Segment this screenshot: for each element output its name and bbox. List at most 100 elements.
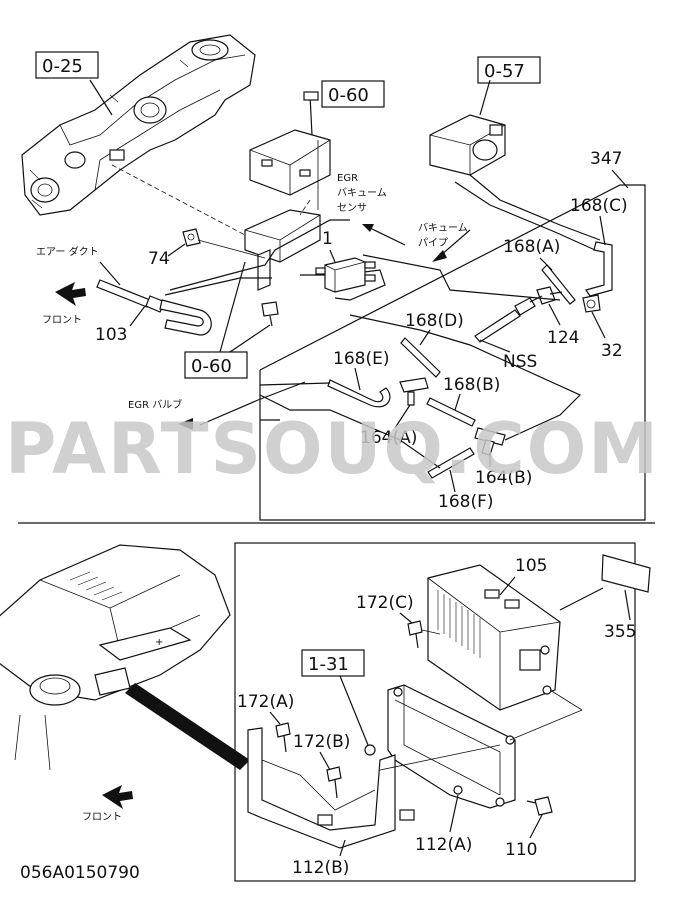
hose-sensor-route: [362, 254, 561, 301]
intake-manifold: [21, 34, 256, 216]
egr-valve-arrowhead: [178, 418, 193, 430]
label-74: 74: [148, 249, 170, 269]
bolt-bracket: [261, 301, 279, 327]
label-168d: 168(D): [405, 311, 464, 331]
label-32: 32: [601, 341, 623, 361]
vacuum-pipe-label-2: パイプ: [418, 237, 448, 249]
leader-164a: [394, 404, 411, 429]
leader-ecu-side: [549, 689, 583, 711]
pipe-168d: [400, 337, 441, 378]
label-112b: 112(B): [292, 858, 349, 878]
leader-355-ecu: [559, 587, 604, 611]
bracket-112b: [247, 727, 415, 849]
leader-172c: [399, 612, 413, 624]
label-110: 110: [505, 840, 537, 860]
pipe-103: [96, 279, 212, 336]
egr-valve-part: [429, 79, 506, 176]
hose-egr-upper: [469, 174, 601, 241]
ref-box-1-31[interactable]: 1-31: [301, 649, 365, 677]
pipe-168a: [541, 264, 576, 305]
leader-168b: [454, 393, 461, 411]
label-168e: 168(E): [333, 349, 389, 369]
diagram-code: 056A0150790: [20, 863, 140, 883]
label-105: 105: [515, 556, 547, 576]
bolt-172c: [407, 620, 423, 649]
location-wedge: [125, 683, 250, 770]
frame-ecu: [234, 542, 636, 882]
egr-valve-leader: [199, 381, 306, 426]
label-172c: 172(C): [356, 593, 414, 613]
leader-347: [611, 169, 629, 189]
ref-box-0-57[interactable]: 0-57: [477, 56, 541, 84]
air-duct-label: エアー ダクト: [36, 245, 99, 258]
vacuum-pipe-arrow: [439, 229, 471, 257]
label-347: 347: [590, 149, 622, 169]
washer-1-31: [364, 744, 376, 756]
leader-103: [129, 305, 146, 327]
leader-74-to-bracket: [197, 239, 266, 259]
label-103: 103: [95, 325, 127, 345]
bracket-112a: [387, 684, 516, 809]
pad-355: [601, 554, 651, 593]
engine-cover-mark: +: [155, 637, 163, 648]
bolt-172a: [275, 722, 291, 753]
label-112a: 112(A): [415, 835, 472, 855]
label-164b: 164(B): [475, 468, 532, 488]
egr-sensor-label-3: センサ: [337, 202, 367, 214]
front-label-top: フロント: [42, 315, 82, 326]
leader-ecu-side-2: [509, 709, 583, 741]
leader-112b: [339, 839, 346, 857]
leader-0-60-a: [219, 261, 246, 353]
label-168c: 168(C): [570, 196, 628, 216]
vacuum-pipe-label-1: バキューム: [418, 222, 468, 234]
bolt-110: [526, 796, 553, 816]
pipe-nss: [474, 295, 543, 343]
svg-text:0-57: 0-57: [484, 61, 525, 82]
front-label-bottom: フロント: [82, 812, 122, 823]
leader-0-60-b: [229, 324, 271, 353]
hose-egr-upper-2: [454, 181, 596, 251]
svg-text:0-60: 0-60: [191, 356, 232, 377]
leader-74: [167, 243, 186, 257]
leader-1: [329, 249, 336, 263]
watermark: PARTSOUQ.COM: [5, 408, 660, 490]
ref-box-0-60-top[interactable]: 0-60: [321, 80, 385, 108]
ref-box-0-25[interactable]: 0-25: [35, 51, 99, 79]
hose-routing: [259, 314, 582, 469]
engine-cover: +: [0, 544, 231, 771]
leader-nss: [479, 339, 511, 353]
leader-168e: [354, 367, 361, 391]
leader-112a: [449, 794, 459, 833]
label-355: 355: [604, 622, 636, 642]
ref-box-0-60-bottom[interactable]: 0-60: [184, 351, 248, 379]
leader-168a: [539, 257, 553, 271]
label-168b: 168(B): [443, 375, 500, 395]
leader-172a: [269, 711, 281, 725]
leader-dashed-2: [299, 199, 311, 216]
svg-text:0-25: 0-25: [42, 56, 83, 77]
leader-168c: [599, 215, 606, 246]
egr-vacuum-sensor: [249, 91, 331, 210]
clip-32: [582, 294, 601, 313]
leader-32: [591, 311, 606, 339]
leader-172c-ecu: [421, 629, 441, 635]
pipe-168c: [585, 241, 613, 297]
label-164a: 164(A): [360, 428, 417, 448]
pipe-168b: [426, 397, 476, 427]
hose-main-top: [169, 219, 350, 291]
label-172b: 172(B): [293, 732, 350, 752]
bolt-172b: [326, 766, 342, 799]
pipe-168f: [427, 447, 475, 479]
ecu-105: [427, 564, 561, 711]
leader-105: [499, 576, 516, 596]
egr-sensor-arrow: [369, 227, 406, 246]
air-duct-leader: [99, 261, 121, 286]
leader-124: [548, 303, 561, 326]
label-nss: NSS: [503, 352, 537, 372]
leader-168f: [449, 469, 456, 493]
pipe-168e: [327, 379, 391, 408]
label-1: 1: [322, 229, 333, 249]
leader-355: [624, 589, 631, 621]
label-172a: 172(A): [237, 692, 294, 712]
